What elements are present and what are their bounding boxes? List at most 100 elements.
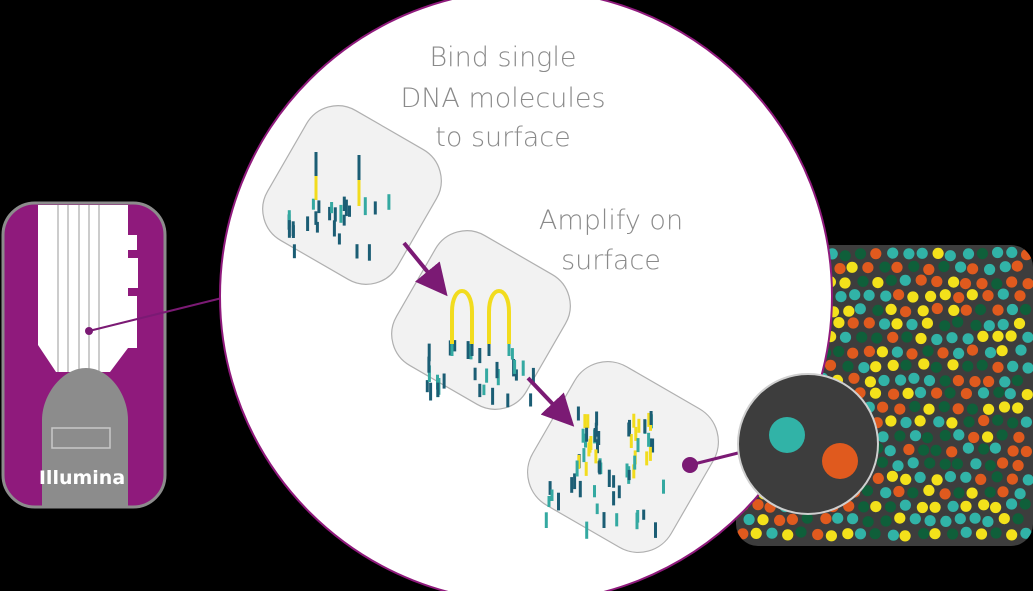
cluster-dot bbox=[858, 501, 870, 513]
cluster-dot bbox=[849, 289, 861, 301]
cluster-dot bbox=[861, 485, 874, 497]
cluster-dot bbox=[907, 291, 919, 303]
cluster-dot bbox=[982, 290, 994, 302]
cluster-dot bbox=[906, 318, 918, 331]
cluster-dot bbox=[862, 262, 874, 274]
cluster-dot bbox=[833, 317, 845, 329]
cluster-dot bbox=[862, 516, 874, 528]
cluster-dot bbox=[982, 516, 994, 528]
cluster-dot bbox=[970, 458, 982, 470]
cluster-dot bbox=[930, 444, 942, 456]
cluster-dot bbox=[858, 362, 870, 374]
cluster-dot bbox=[870, 501, 882, 513]
cluster-dot bbox=[872, 472, 884, 484]
cluster-dot bbox=[893, 289, 905, 301]
cluster-dot bbox=[752, 499, 764, 511]
cluster-dot bbox=[1015, 344, 1027, 356]
cluster-dot bbox=[885, 274, 898, 286]
cluster-dot bbox=[907, 457, 919, 469]
cluster-dot bbox=[900, 416, 912, 429]
cluster-dot bbox=[900, 306, 912, 318]
cluster-dot bbox=[902, 387, 914, 399]
cluster-dot bbox=[820, 513, 832, 525]
cluster-dot bbox=[847, 317, 859, 329]
cluster-dot bbox=[946, 332, 958, 344]
cluster-dot bbox=[743, 513, 755, 526]
cluster-dot bbox=[939, 375, 951, 387]
cluster-dot bbox=[924, 457, 936, 469]
cluster-dot bbox=[991, 278, 1003, 290]
cluster-dot bbox=[884, 445, 896, 457]
cluster-dot bbox=[1013, 317, 1026, 330]
cluster-dot bbox=[962, 360, 974, 372]
cluster-dot bbox=[984, 347, 997, 359]
cluster-dot bbox=[854, 248, 867, 260]
cluster-dot bbox=[886, 470, 899, 482]
cluster-dot bbox=[960, 304, 972, 316]
cluster-dot bbox=[1022, 474, 1033, 486]
cluster-dot bbox=[885, 303, 897, 315]
cluster-dot bbox=[909, 430, 922, 442]
bind-label-line-3: to surface bbox=[435, 122, 570, 153]
cluster-dot bbox=[921, 317, 934, 329]
cluster-dot bbox=[915, 274, 927, 286]
cluster-dot bbox=[1006, 473, 1019, 485]
cluster-dot bbox=[885, 415, 897, 427]
cluster-dot bbox=[916, 501, 929, 514]
cluster-dot bbox=[863, 345, 876, 357]
cluster-dot bbox=[997, 318, 1009, 331]
cluster-dot bbox=[937, 347, 949, 359]
cluster-dot bbox=[1011, 374, 1024, 387]
cluster-dot bbox=[983, 403, 995, 415]
cluster-dot bbox=[948, 304, 960, 316]
cluster-dot bbox=[962, 248, 975, 260]
cluster-dot bbox=[834, 263, 846, 275]
cluster-dot bbox=[997, 457, 1009, 469]
bridge-amplification bbox=[450, 289, 511, 344]
cluster-dot bbox=[906, 348, 918, 360]
cluster-dot bbox=[991, 471, 1003, 483]
cluster-dot bbox=[931, 474, 943, 486]
cluster-dot bbox=[1022, 278, 1033, 290]
cluster-dot bbox=[978, 414, 990, 427]
cluster-dot bbox=[993, 386, 1005, 398]
cluster-dot bbox=[839, 250, 851, 262]
cluster-dot bbox=[940, 515, 952, 528]
cluster-dot bbox=[952, 375, 965, 387]
cluster-dot bbox=[992, 330, 1004, 342]
cluster-dot bbox=[967, 263, 979, 275]
cluster-dot bbox=[839, 331, 852, 343]
cluster-dot bbox=[984, 460, 997, 472]
cluster-dot bbox=[960, 500, 972, 512]
amplify-label-line-2: surface bbox=[561, 245, 661, 276]
bind-label: Bind single DNA molecules to surface bbox=[400, 42, 605, 153]
cluster-dot bbox=[947, 500, 959, 512]
cluster-dot bbox=[922, 345, 934, 357]
cluster-dot bbox=[931, 387, 943, 399]
cluster-dot bbox=[931, 302, 943, 315]
cluster-dot bbox=[960, 388, 973, 400]
cluster-dot bbox=[997, 288, 1009, 300]
cluster-dot bbox=[825, 530, 838, 542]
cluster-dot bbox=[921, 432, 934, 444]
cluster-dot bbox=[1022, 331, 1033, 343]
cluster-dot bbox=[847, 347, 859, 359]
step-arrows bbox=[402, 241, 575, 427]
cluster-dot bbox=[1019, 498, 1031, 510]
cluster-dot bbox=[916, 247, 928, 259]
cluster-dot bbox=[846, 261, 858, 273]
cluster-dot bbox=[869, 528, 881, 540]
cluster-dot bbox=[843, 305, 855, 317]
cluster-dot bbox=[1006, 246, 1018, 258]
cluster-dot bbox=[900, 359, 912, 371]
cluster-dot bbox=[931, 275, 943, 288]
cluster-dot bbox=[983, 320, 995, 332]
cluster-dot bbox=[824, 359, 837, 371]
cluster-dot bbox=[969, 376, 981, 388]
cluster-dot bbox=[998, 513, 1010, 525]
magnifier-pointer bbox=[682, 450, 743, 473]
cluster-dot bbox=[992, 246, 1004, 259]
cluster-dot bbox=[997, 486, 1009, 498]
